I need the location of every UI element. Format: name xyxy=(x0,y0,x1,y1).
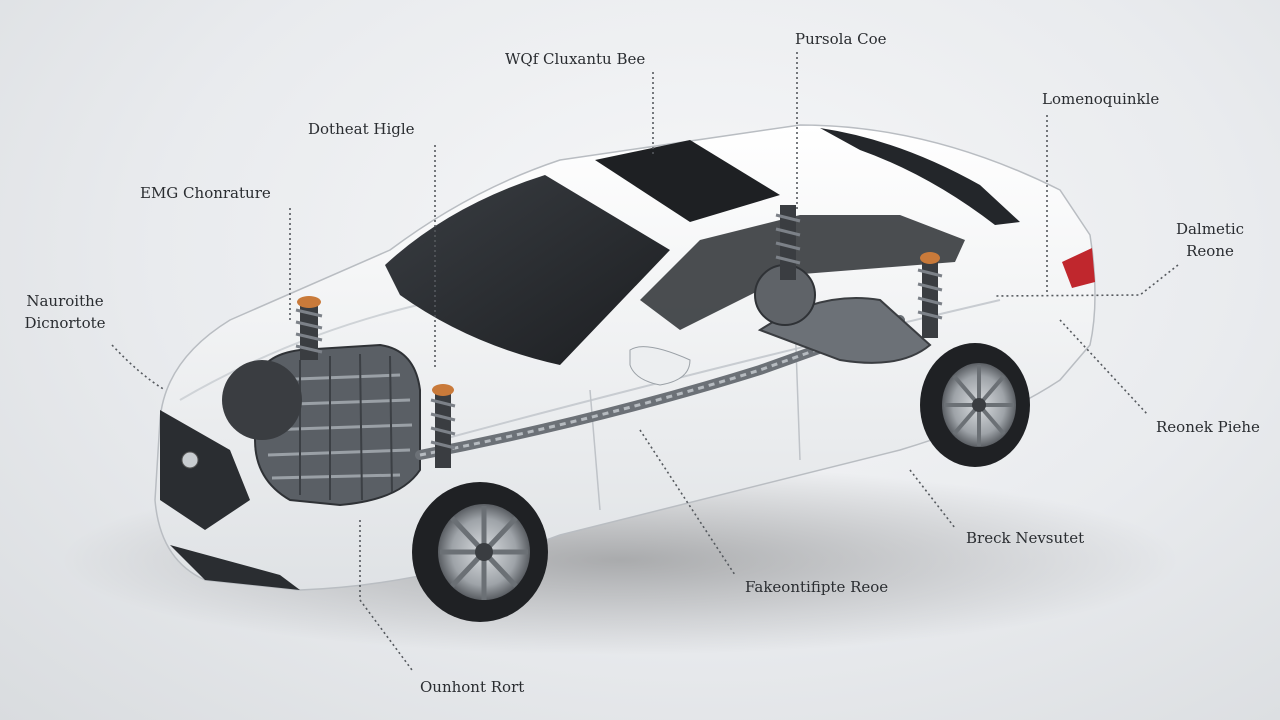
rear-right-strut xyxy=(917,252,943,338)
label-wqf: WQf Cluxantu Bee xyxy=(505,50,646,68)
windshield xyxy=(385,175,670,365)
label-dalmetic-line2: Reone xyxy=(1186,242,1234,260)
front-brake-disc xyxy=(222,360,302,440)
front-wheel xyxy=(412,482,548,622)
badge-icon xyxy=(181,451,199,469)
label-nauroithe: Nauroithe Dicnortote xyxy=(10,290,120,334)
front-left-strut xyxy=(295,296,323,360)
tail-light xyxy=(1062,248,1095,288)
leader-lines xyxy=(111,52,1179,671)
label-emg: EMG Chonrature xyxy=(140,184,271,202)
label-fakeonti: Fakeontifipte Reoe xyxy=(745,578,889,596)
label-nauroithe-line2: Dicnortote xyxy=(24,314,106,332)
label-dotheat: Dotheat Higle xyxy=(308,120,415,138)
label-nauroithe-line1: Nauroithe xyxy=(26,292,104,310)
front-right-strut xyxy=(430,384,456,468)
label-dalmetic-line1: Dalmetic xyxy=(1175,220,1245,238)
sunroof xyxy=(595,140,780,222)
rear-wheel xyxy=(920,343,1030,467)
label-reonek: Reonek Piehe xyxy=(1156,418,1260,436)
rear-left-strut xyxy=(775,205,801,280)
label-breck: Breck Nevsutet xyxy=(966,529,1085,547)
label-pursola: Pursola Coe xyxy=(795,30,887,48)
label-ounhont: Ounhont Rort xyxy=(420,678,525,696)
label-lomenoqu: Lomenoquinkle xyxy=(1042,90,1160,108)
side-mirror xyxy=(629,346,691,386)
label-dalmetic: Dalmetic Reone xyxy=(1170,218,1250,262)
rear-window xyxy=(820,128,1020,225)
front-grille xyxy=(160,410,250,530)
